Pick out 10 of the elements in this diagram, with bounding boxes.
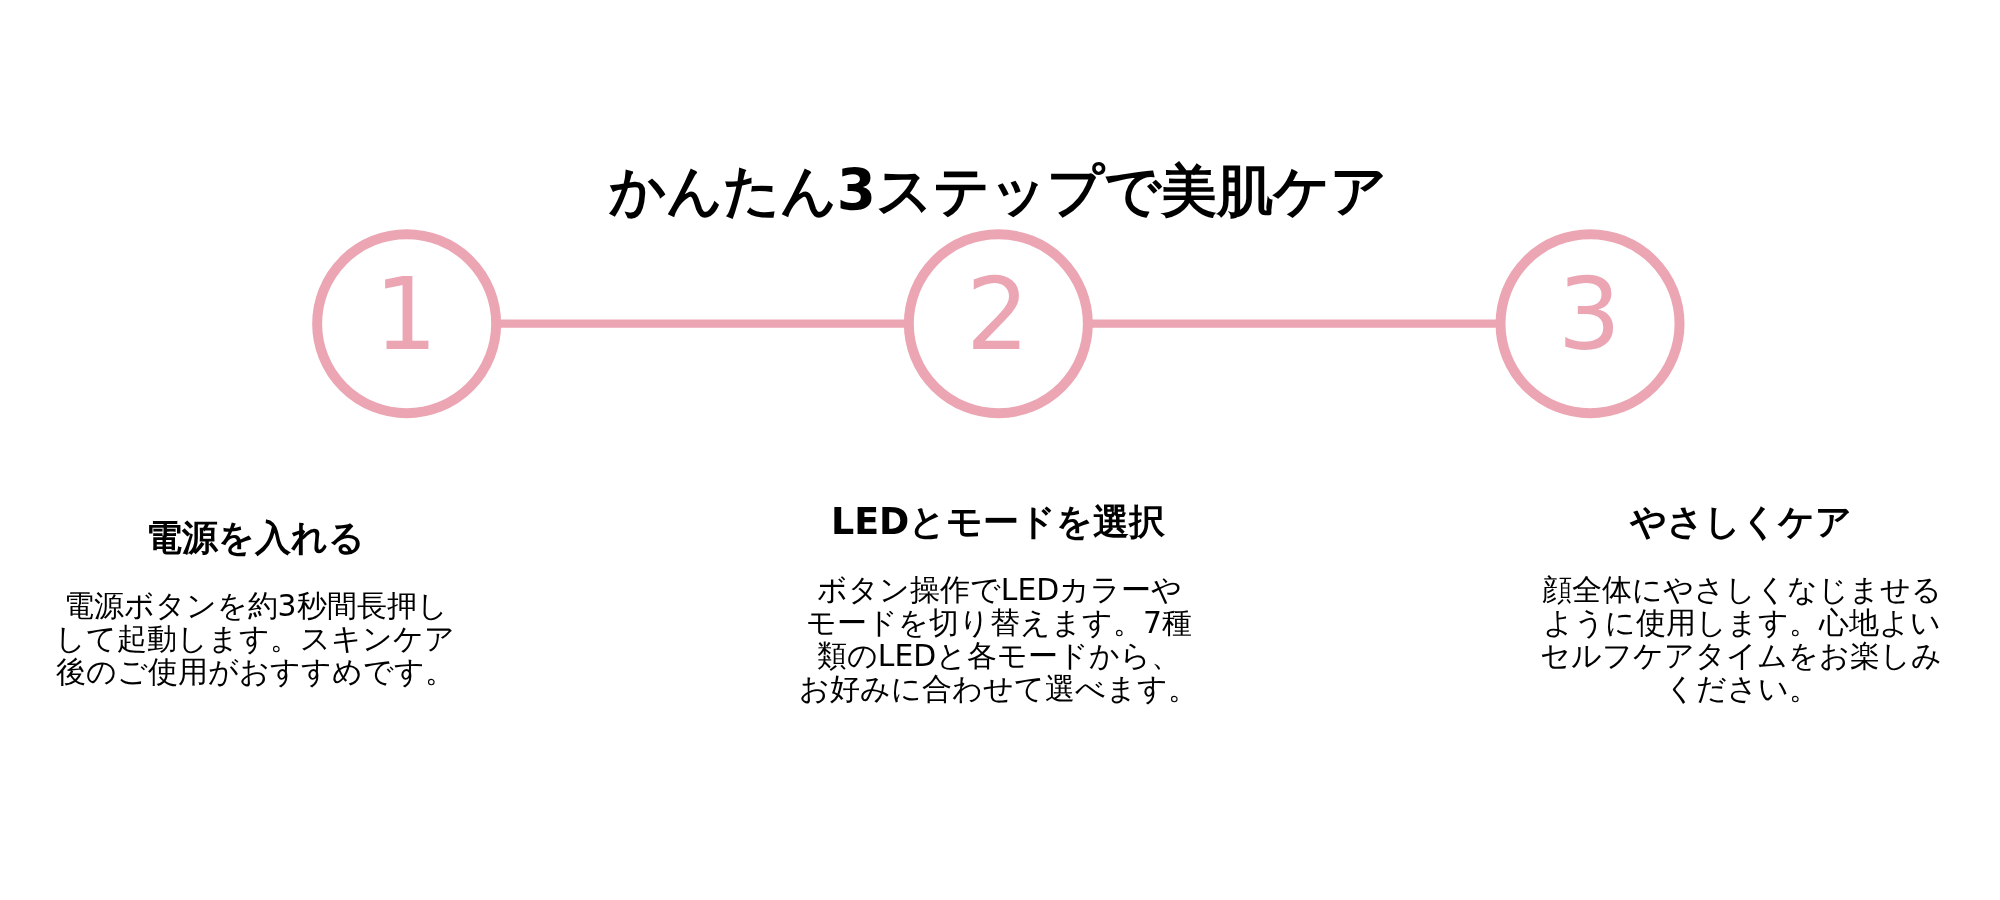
- node-circle: 2: [903, 228, 1093, 418]
- diagram-title: かんたん3ステップで美肌ケア: [608, 157, 1388, 223]
- node-label: 顔全体にやさしくなじませるように使用します。心地よいセルフケアタイムをお楽しみください。: [1540, 571, 1943, 706]
- node-label: 電源ボタンを約3秒間長押しして起動します。スキンケア後のご使用がおすすめです。: [55, 587, 456, 689]
- node-label: LEDとモードを選択: [830, 499, 1166, 543]
- node-circle: 1: [312, 228, 502, 418]
- node-label: ボタン操作でLEDカラーやモードを切り替えます。7種類のLEDと各モードから、お好みに合わせて選べます。: [799, 571, 1199, 706]
- node-circle: 3: [1495, 228, 1685, 418]
- node-label: 電源を入れる: [145, 515, 365, 559]
- node-label: やさしくケア: [1629, 499, 1852, 543]
